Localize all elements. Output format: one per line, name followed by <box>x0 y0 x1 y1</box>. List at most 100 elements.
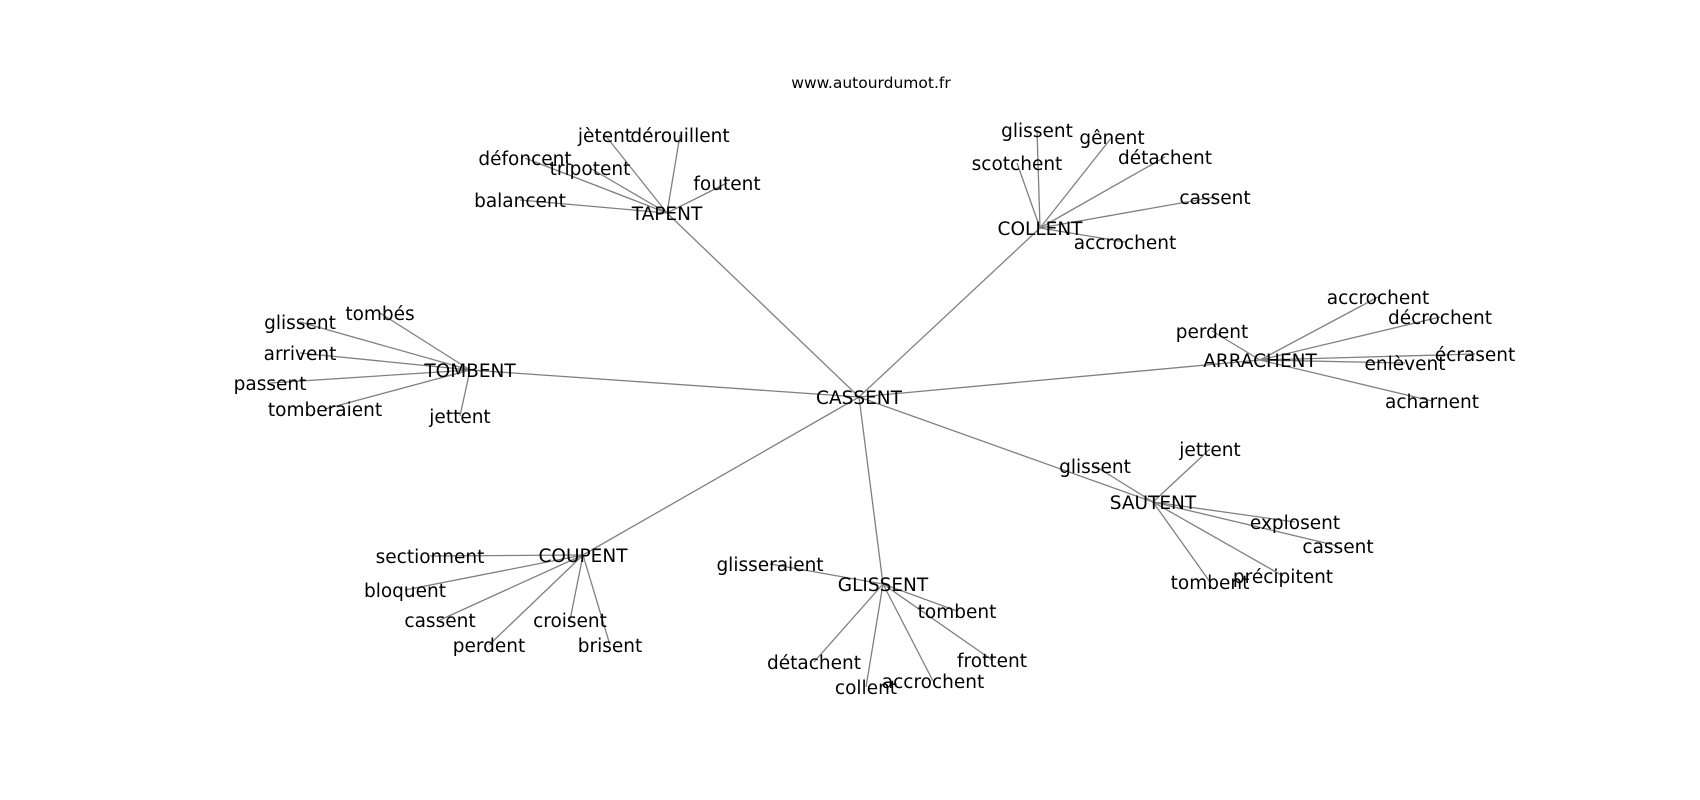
edge-collent-5 <box>1039 227 1126 243</box>
word-node-sautent-4: précipitent <box>1233 567 1333 588</box>
edge-center-glissent <box>858 396 884 585</box>
edge-glissent-0 <box>769 563 884 585</box>
edge-coupent-0 <box>429 554 584 557</box>
edge-tombent-3 <box>269 369 471 384</box>
word-node-collent-2: scotchent <box>972 154 1063 175</box>
word-node-coupent-0: sectionnent <box>376 547 485 568</box>
word-node-sautent-5: tombent <box>1171 573 1250 594</box>
word-node-glissent-2: frottent <box>957 651 1027 672</box>
edge-collent-2 <box>1016 162 1041 229</box>
edge-tapent-2 <box>524 157 668 214</box>
word-node-glissent-1: tombent <box>918 602 997 623</box>
edge-arrachent-2 <box>1211 330 1261 361</box>
edge-tapent-5 <box>519 199 668 214</box>
word-node-glissent-4: accrochent <box>882 672 984 693</box>
edge-tombent-5 <box>459 369 471 417</box>
edge-sautent-5 <box>1152 501 1211 583</box>
word-node-coupent-5: brisent <box>578 636 643 657</box>
edge-center-coupent <box>582 396 860 556</box>
graph-labels: www.autourdumot.fr CASSENT TAPENTjètentd… <box>234 74 1516 699</box>
word-node-collent-4: cassent <box>1179 188 1250 209</box>
edge-tapent-0 <box>604 134 668 214</box>
edge-glissent-3 <box>813 583 884 663</box>
word-node-sautent-1: glissent <box>1059 457 1131 478</box>
word-node-glissent-5: collent <box>835 678 897 699</box>
edge-tombent-2 <box>299 352 471 371</box>
word-node-coupent-4: croisent <box>533 611 607 632</box>
word-node-glissent-3: détachent <box>767 653 861 674</box>
hub-node-sautent: SAUTENT <box>1110 493 1197 514</box>
word-node-tapent-5: balancent <box>474 191 566 212</box>
edge-tapent-3 <box>589 167 668 214</box>
edge-collent-4 <box>1039 196 1216 229</box>
edge-coupent-1 <box>404 554 584 591</box>
word-node-arrachent-5: acharnent <box>1385 392 1479 413</box>
edge-arrachent-1 <box>1259 316 1441 361</box>
edge-glissent-5 <box>865 583 884 688</box>
word-node-collent-5: accrochent <box>1074 233 1176 254</box>
hub-node-arrachent: ARRACHENT <box>1203 351 1317 372</box>
word-node-tombent-5: jettent <box>428 407 490 428</box>
hub-node-tapent: TAPENT <box>631 204 703 225</box>
hub-node-coupent: COUPENT <box>538 546 628 567</box>
word-node-tombent-0: tombés <box>345 304 414 325</box>
word-node-coupent-2: cassent <box>404 611 475 632</box>
edge-center-arrachent <box>858 359 1261 398</box>
edge-center-collent <box>858 227 1041 398</box>
hub-node-glissent: GLISSENT <box>838 575 929 596</box>
edge-tapent-4 <box>666 182 728 214</box>
edge-coupent-2 <box>439 554 584 621</box>
edge-sautent-4 <box>1152 501 1284 577</box>
word-node-tapent-0: jètent <box>577 126 632 147</box>
word-node-tapent-4: foutent <box>693 174 760 195</box>
edge-arrachent-0 <box>1259 296 1379 361</box>
edge-glissent-1 <box>882 583 958 612</box>
center-node: CASSENT <box>816 388 903 409</box>
word-node-coupent-3: perdent <box>453 636 526 657</box>
edge-coupent-4 <box>569 554 584 621</box>
word-node-sautent-2: explosent <box>1250 513 1340 534</box>
hub-node-collent: COLLENT <box>998 219 1084 240</box>
edge-tombent-4 <box>324 369 471 410</box>
word-node-tombent-1: glissent <box>264 313 336 334</box>
word-node-arrachent-0: accrochent <box>1327 288 1429 309</box>
word-node-arrachent-1: décrochent <box>1388 308 1492 329</box>
edge-sautent-0 <box>1152 448 1211 503</box>
edge-collent-3 <box>1039 156 1166 229</box>
word-node-tapent-2: défoncent <box>478 149 571 170</box>
word-node-arrachent-2: perdent <box>1176 322 1249 343</box>
edge-center-sautent <box>858 396 1154 503</box>
word-node-tombent-3: passent <box>234 374 307 395</box>
graph-edges <box>269 129 1476 688</box>
edge-glissent-4 <box>882 583 934 682</box>
edge-collent-1 <box>1039 136 1113 229</box>
edge-sautent-1 <box>1094 465 1154 503</box>
edge-arrachent-3 <box>1259 353 1476 361</box>
edge-glissent-2 <box>882 583 993 661</box>
edge-coupent-3 <box>488 554 584 646</box>
edge-sautent-3 <box>1152 501 1339 547</box>
word-node-arrachent-4: enlèvent <box>1365 354 1446 375</box>
hub-node-tombent: TOMBENT <box>423 361 516 382</box>
word-node-arrachent-3: écrasent <box>1435 345 1516 366</box>
word-node-collent-0: glissent <box>1001 121 1073 142</box>
word-node-collent-1: gênent <box>1079 128 1144 149</box>
edge-collent-0 <box>1036 129 1041 229</box>
word-node-tombent-2: arrivent <box>264 344 337 365</box>
word-node-sautent-0: jettent <box>1178 440 1240 461</box>
word-node-collent-3: détachent <box>1118 148 1212 169</box>
site-url: www.autourdumot.fr <box>791 74 951 92</box>
edge-center-tombent <box>469 369 860 398</box>
word-node-tombent-4: tomberaient <box>268 400 382 421</box>
edge-center-tapent <box>666 212 860 398</box>
edge-sautent-2 <box>1152 501 1296 523</box>
word-node-tapent-3: tripotent <box>550 159 631 180</box>
word-node-tapent-1: dérouillent <box>630 126 729 147</box>
word-node-coupent-1: bloquent <box>364 581 446 602</box>
edge-coupent-5 <box>582 554 611 646</box>
edge-arrachent-4 <box>1259 359 1406 364</box>
edge-tombent-0 <box>379 312 471 371</box>
edge-tombent-1 <box>299 321 471 371</box>
edge-tapent-1 <box>666 134 681 214</box>
